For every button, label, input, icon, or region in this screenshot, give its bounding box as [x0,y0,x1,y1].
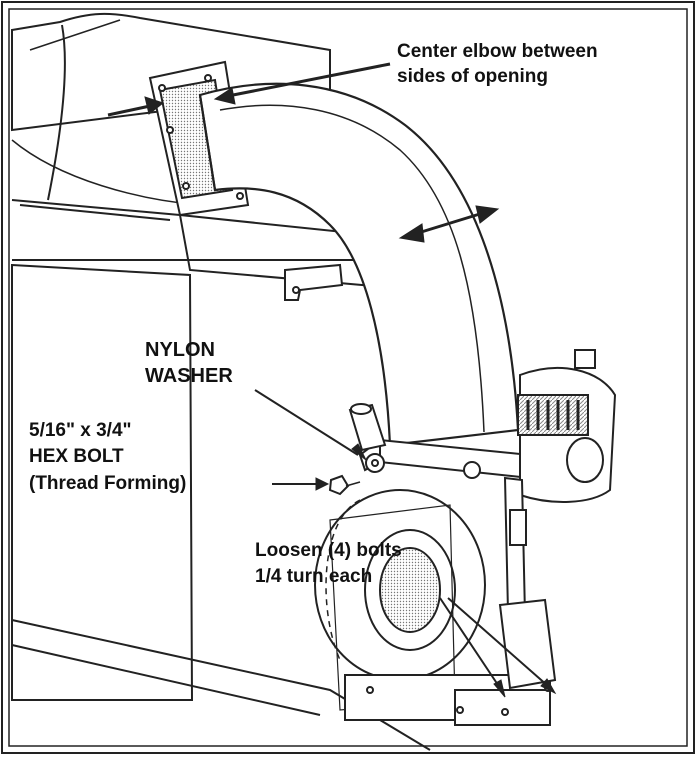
stub-bracket [348,403,387,452]
callout-center-elbow-2: sides of opening [397,66,548,87]
callout-nylon-1: NYLON [145,339,215,361]
swing-arc [325,499,361,661]
inner-border [8,8,688,747]
upright-support [498,476,557,690]
adjust-arrow [398,205,500,243]
callout-bolt-1: 5/16" x 3/4" [29,420,132,441]
frame-rails [11,619,431,751]
callout-bolt-2: HEX BOLT [29,446,124,467]
elbow-chute [198,82,520,447]
engine-block [517,349,617,503]
side-bracket [284,263,344,301]
callout-center-elbow-1: Center elbow between [397,41,598,62]
leader-lines [254,389,557,698]
hex-bolt-and-washer [328,453,385,496]
callout-loosen-1: Loosen (4) bolts [255,540,402,561]
hood-shape [11,12,443,701]
callout-nylon-2: WASHER [145,365,233,387]
callout-bolt-3: (Thread Forming) [29,473,186,494]
callout-loosen-2: 1/4 turn each [255,566,372,587]
centering-arrows [107,62,391,117]
